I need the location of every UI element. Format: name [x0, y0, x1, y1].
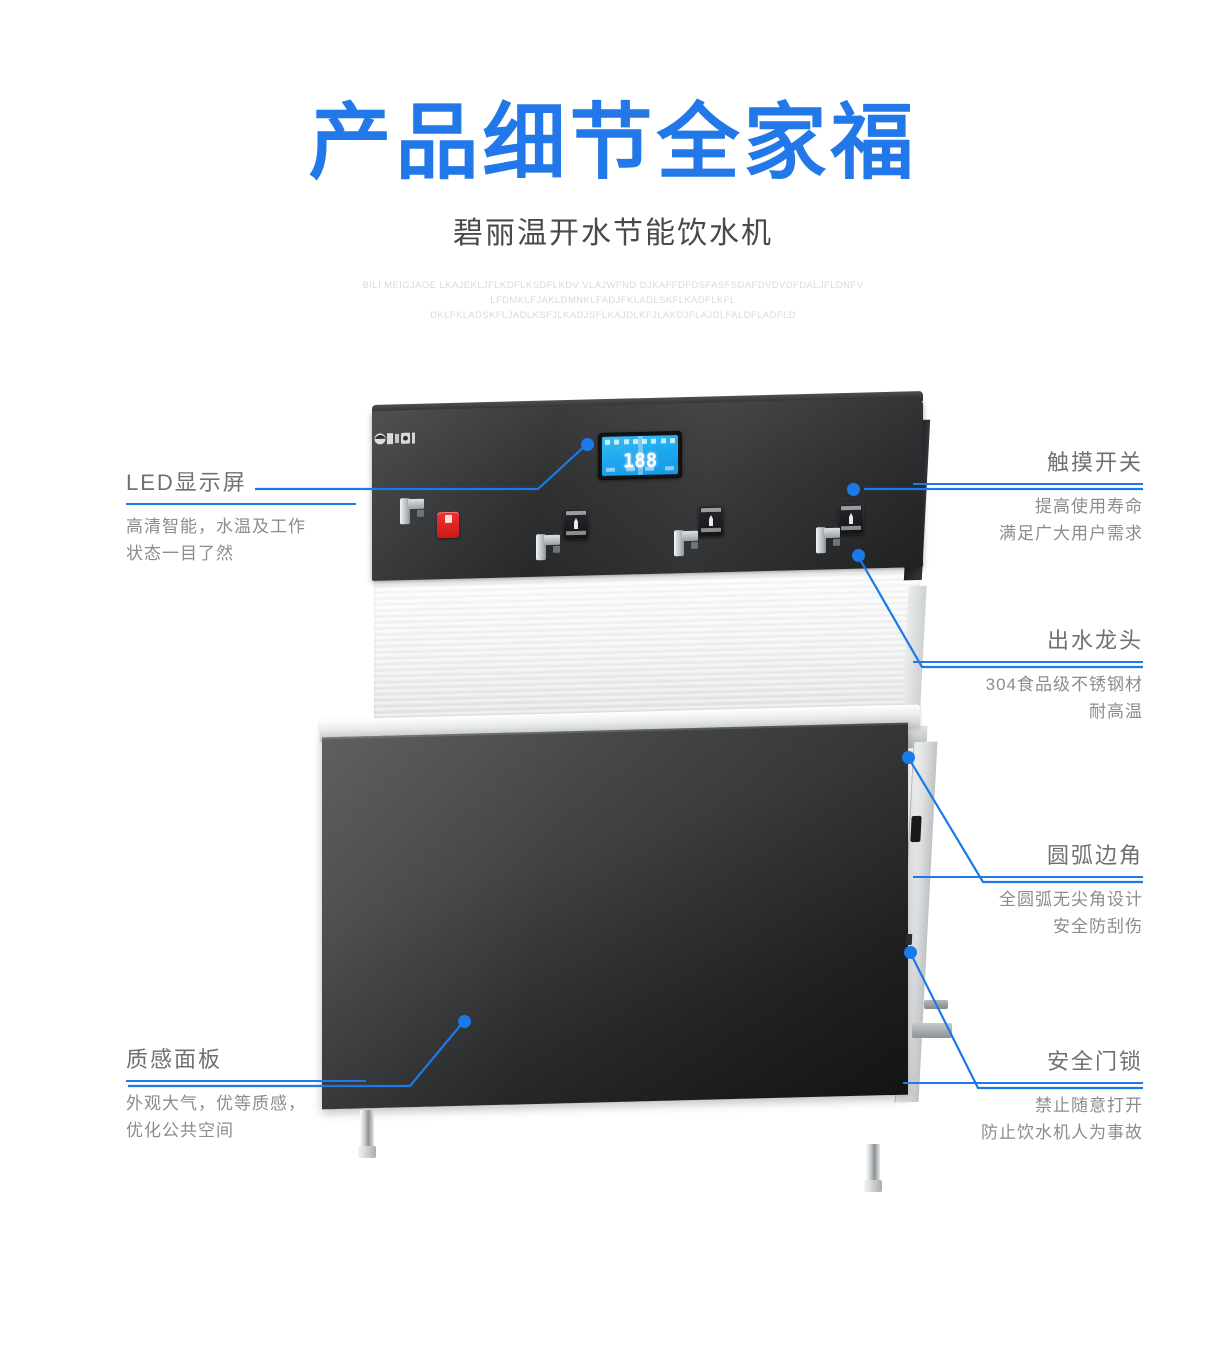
- callout-rule: [903, 1082, 1143, 1084]
- adjustable-leg-left: [358, 1110, 376, 1158]
- callout-desc-line-2: 优化公共空间: [126, 1121, 234, 1140]
- callout-title: 触摸开关: [1046, 450, 1143, 475]
- callout-desc-line-2: 满足广大用户需求: [999, 524, 1143, 543]
- faucet-2[interactable]: [536, 534, 562, 565]
- callout-desc-line-2: 防止饮水机人为事故: [981, 1123, 1143, 1142]
- callout-desc-line-1: 禁止随意打开: [1035, 1096, 1143, 1115]
- lcd-display: 188: [598, 430, 682, 481]
- page-title: 产品细节全家福: [308, 96, 918, 189]
- callout-rule: [913, 483, 1143, 485]
- callout-rule: [913, 876, 1143, 878]
- callout-desc-line-2: 耐高温: [1089, 702, 1143, 721]
- latin-line-2: LFDMKLFJAKLDMNKLFADJFKLADLSKFLKADFLKFL: [490, 295, 736, 306]
- faucet-4[interactable]: [816, 527, 842, 558]
- callout-led-display: LED显示屏 高清智能，水温及工作 状态一目了然: [126, 470, 356, 567]
- lcd-status-row: [606, 466, 674, 474]
- callout-touch-switch: 触摸开关 提高使用寿命 满足广大用户需求: [913, 450, 1143, 547]
- door-handle-slot[interactable]: [910, 815, 922, 843]
- callout-desc-line-2: 状态一目了然: [126, 544, 234, 563]
- cabinet-front-panel: [322, 722, 908, 1110]
- backsplash-panel: [374, 565, 920, 725]
- callout-dot-touch-switch: [847, 483, 860, 496]
- callout-rule: [126, 503, 356, 505]
- decorative-latin-text: BILI MEIGJAOE LKAJEKLJFLKDFLKSDFLKDV VLA…: [0, 278, 1226, 323]
- page-subtitle: 碧丽温开水节能饮水机: [453, 217, 773, 250]
- callout-water-faucet: 出水龙头 304食品级不锈钢材 耐高温: [913, 628, 1143, 725]
- faucet-glyph-icon: [847, 513, 856, 524]
- callout-dot-rounded-corner: [902, 751, 915, 764]
- latin-line-1: BILI MEIGJAOE LKAJEKLJFLKDFLKSDFLKDV VLA…: [362, 280, 864, 291]
- callout-rule: [913, 661, 1143, 663]
- callout-rule: [126, 1080, 366, 1082]
- adjustable-leg-right: [864, 1144, 882, 1192]
- callout-title: 圆弧边角: [1046, 843, 1143, 868]
- faucet-3[interactable]: [674, 530, 700, 561]
- drain-fitting: [912, 1023, 952, 1038]
- touch-switch-2[interactable]: [698, 504, 724, 538]
- safety-button-icon: [444, 514, 452, 524]
- callout-dot-led-display: [581, 438, 594, 451]
- callout-rounded-corner: 圆弧边角 全圆弧无尖角设计 安全防刮伤: [913, 843, 1143, 940]
- callout-desc-line-1: 提高使用寿命: [1035, 497, 1143, 516]
- door-lock-icon[interactable]: [905, 933, 913, 946]
- callout-safety-door-lock: 安全门锁 禁止随意打开 防止饮水机人为事故: [903, 1049, 1143, 1146]
- faucet-glyph-icon: [707, 515, 716, 526]
- callout-texture-panel: 质感面板 外观大气，优等质感， 优化公共空间: [126, 1047, 366, 1144]
- water-inlet-fitting: [924, 1000, 948, 1009]
- callout-title: 出水龙头: [1046, 628, 1143, 653]
- brand-logo-icon: [374, 430, 418, 446]
- callout-desc-line-1: 高清智能，水温及工作: [126, 517, 306, 536]
- touch-switch-1[interactable]: [563, 507, 589, 541]
- lcd-screen: 188: [602, 435, 678, 476]
- callout-dot-texture-panel: [458, 1015, 471, 1028]
- latin-line-3: DKLFKLADSKFLJADLKSFJLKADJSFLKAJDLKFJLAKD…: [430, 310, 796, 321]
- callout-dot-safety-door-lock: [904, 946, 917, 959]
- callout-desc-line-1: 外观大气，优等质感，: [126, 1094, 306, 1113]
- faucet-glyph-icon: [572, 518, 581, 529]
- faucet-1[interactable]: [400, 498, 426, 529]
- callout-title: 质感面板: [126, 1047, 223, 1072]
- callout-title: 安全门锁: [1046, 1049, 1143, 1074]
- callout-desc-line-1: 全圆弧无尖角设计: [999, 890, 1143, 909]
- lcd-indicator-row: [605, 438, 675, 447]
- callout-title: LED显示屏: [126, 470, 247, 495]
- hot-water-safety-button[interactable]: [437, 511, 459, 539]
- callout-desc-line-2: 安全防刮伤: [1053, 917, 1143, 936]
- callout-dot-water-faucet: [852, 549, 865, 562]
- callout-desc-line-1: 304食品级不锈钢材: [985, 675, 1143, 694]
